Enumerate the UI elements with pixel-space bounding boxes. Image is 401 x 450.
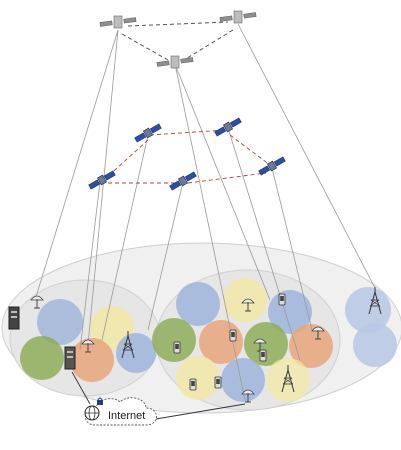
feeder-links <box>34 23 376 401</box>
cell-blue <box>345 287 391 333</box>
cell-yellow <box>176 356 220 400</box>
internet-label: Internet <box>108 410 145 422</box>
internet-link <box>71 371 91 405</box>
globe-icon <box>84 405 100 421</box>
cell-blue <box>221 358 265 402</box>
geo-satellite-icon <box>219 10 257 24</box>
cell-green <box>152 318 196 362</box>
internet-link <box>149 403 246 421</box>
leo-satellite-icon <box>257 155 287 177</box>
mobile-phone-icon <box>259 349 267 362</box>
lock-icon <box>97 397 103 405</box>
cell-green <box>244 322 288 366</box>
geo-satellite-icon <box>156 55 194 69</box>
cell-green <box>20 336 64 380</box>
cell-yellow <box>266 358 310 402</box>
cell-blue <box>176 282 220 326</box>
cell-orange <box>289 324 333 368</box>
cell-blue <box>116 333 156 373</box>
mobile-phone-icon <box>189 378 197 391</box>
mobile-phone-icon <box>278 293 286 306</box>
mobile-phone-icon <box>229 329 237 342</box>
server-icon <box>8 306 20 330</box>
leo-satellite-icon <box>168 170 198 192</box>
cell-orange <box>70 338 114 382</box>
mobile-phone-icon <box>214 376 222 389</box>
leo-satellite-icon <box>213 116 243 138</box>
server-icon <box>64 346 76 370</box>
leo-satellite-icon <box>87 169 117 191</box>
leo-intersat-links <box>105 129 271 184</box>
internet-cloud <box>84 397 157 426</box>
cell-blue <box>37 299 83 345</box>
cell-blue <box>353 323 397 367</box>
mobile-phone-icon <box>173 341 181 354</box>
geo-intersat-links <box>121 21 234 61</box>
